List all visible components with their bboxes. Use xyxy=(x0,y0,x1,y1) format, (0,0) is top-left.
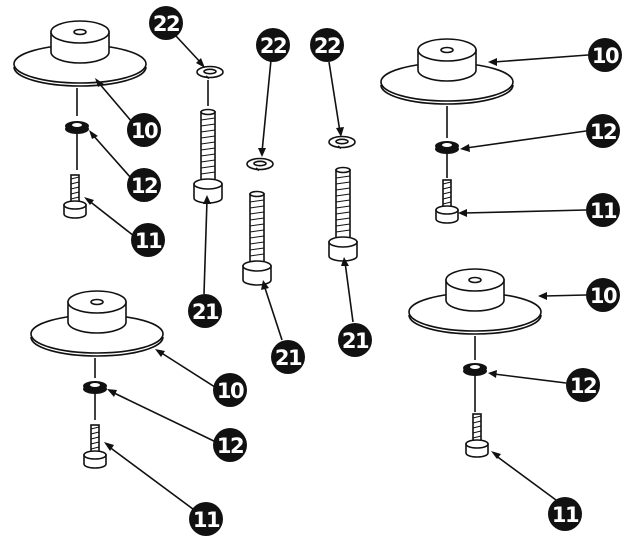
washer-part-12 xyxy=(65,121,89,134)
svg-text:12: 12 xyxy=(570,374,596,398)
callout-10-bottom-left: 10 xyxy=(213,373,247,407)
svg-text:11: 11 xyxy=(193,508,220,532)
leader-lines xyxy=(84,35,589,516)
washer-part-12 xyxy=(83,381,107,394)
svg-text:21: 21 xyxy=(342,329,369,353)
rubber-foot-part-10 xyxy=(408,268,542,335)
callout-11-bottom-left: 11 xyxy=(189,502,223,536)
callout-10-top-right: 10 xyxy=(588,38,622,72)
rubber-foot-part-10 xyxy=(380,38,514,105)
callout-12-bottom-right: 12 xyxy=(566,368,600,402)
washer-part-12 xyxy=(435,141,459,154)
callout-11-top-left: 11 xyxy=(131,223,165,257)
foot-assembly-bottom-left xyxy=(30,290,164,469)
svg-text:11: 11 xyxy=(590,199,617,223)
callout-21-right: 21 xyxy=(338,323,372,357)
svg-text:12: 12 xyxy=(131,174,157,198)
svg-text:10: 10 xyxy=(217,379,244,403)
rubber-foot-part-10 xyxy=(13,20,147,87)
svg-text:21: 21 xyxy=(192,300,219,324)
callout-11-top-right: 11 xyxy=(586,193,620,227)
callout-11-bottom-right: 11 xyxy=(548,497,582,531)
spring-washer-part-22 xyxy=(246,157,274,172)
screw-part-11 xyxy=(465,413,489,458)
bolt-assembly-right xyxy=(328,135,358,262)
callout-21-middle: 21 xyxy=(271,340,305,374)
svg-text:10: 10 xyxy=(131,119,158,143)
callout-12-top-right: 12 xyxy=(586,114,620,148)
callout-10-top-left: 10 xyxy=(127,113,161,147)
long-bolt-part-21 xyxy=(193,108,223,204)
foot-assembly-bottom-right xyxy=(408,268,542,458)
bolt-assembly-middle xyxy=(242,157,274,286)
spring-washer-part-22 xyxy=(196,65,224,80)
spring-washer-part-22 xyxy=(328,135,356,150)
long-bolt-part-21 xyxy=(242,190,272,286)
rubber-foot-part-10 xyxy=(30,290,164,357)
callout-12-top-left: 12 xyxy=(127,168,161,202)
callout-10-bottom-right: 10 xyxy=(586,278,620,312)
callout-21-left: 21 xyxy=(188,294,222,328)
svg-text:21: 21 xyxy=(275,346,302,370)
svg-text:11: 11 xyxy=(135,229,162,253)
svg-text:22: 22 xyxy=(260,34,286,58)
screw-part-11 xyxy=(83,424,107,469)
svg-text:22: 22 xyxy=(314,34,340,58)
screw-part-11 xyxy=(435,179,459,224)
screw-part-11 xyxy=(63,174,87,219)
callout-22-middle: 22 xyxy=(256,28,290,62)
callouts: 10 12 11 22 22 22 21 21 21 10 12 11 10 1… xyxy=(127,6,622,536)
foot-assembly-top-left xyxy=(13,20,147,219)
svg-text:12: 12 xyxy=(217,434,243,458)
svg-text:10: 10 xyxy=(592,44,619,68)
svg-text:22: 22 xyxy=(153,12,179,36)
washer-part-12 xyxy=(463,363,487,376)
svg-text:11: 11 xyxy=(552,503,579,527)
callout-22-left: 22 xyxy=(149,6,183,40)
callout-22-right: 22 xyxy=(310,28,344,62)
foot-assembly-top-right xyxy=(380,38,514,224)
bolt-assembly-left xyxy=(193,65,224,204)
long-bolt-part-21 xyxy=(328,166,358,262)
svg-text:12: 12 xyxy=(590,120,616,144)
svg-text:10: 10 xyxy=(590,284,617,308)
callout-12-bottom-left: 12 xyxy=(213,428,247,462)
